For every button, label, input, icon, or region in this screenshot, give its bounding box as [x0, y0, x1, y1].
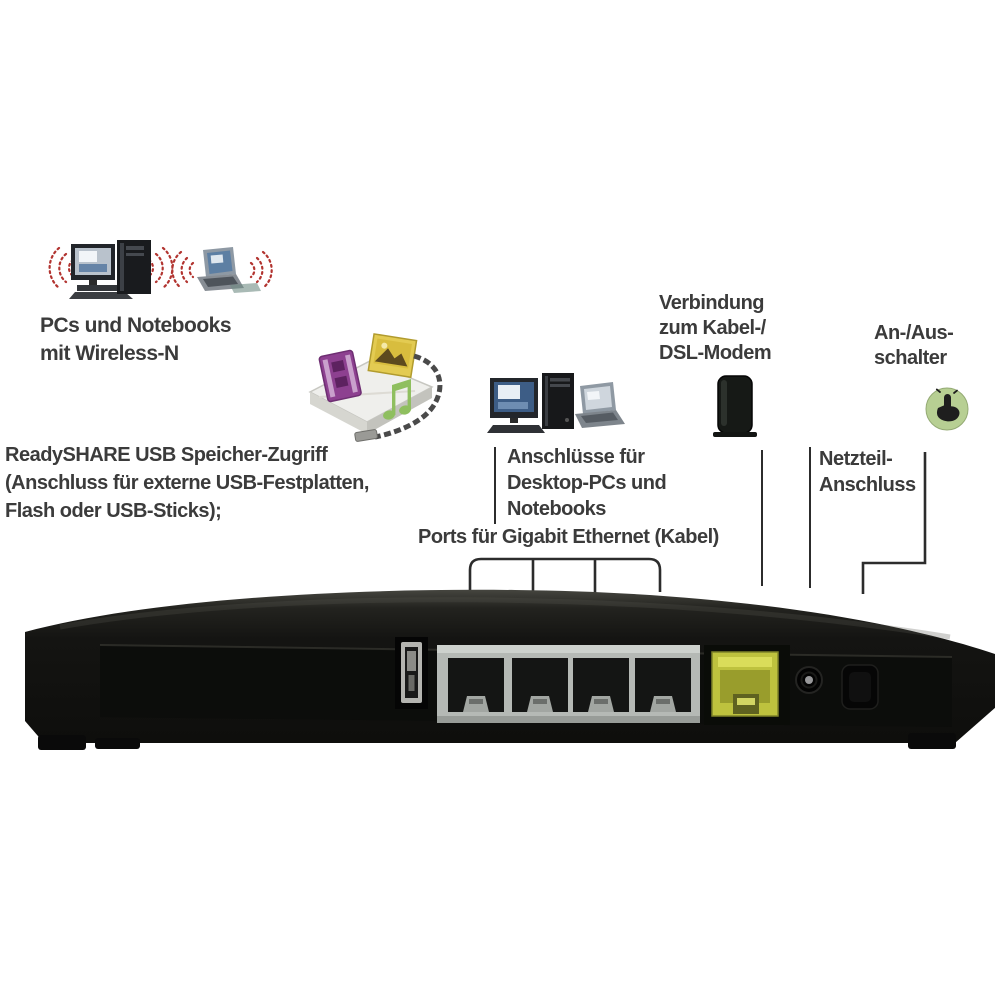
- lan-clients-label-line1: Anschlüsse für: [507, 446, 645, 468]
- lan-port-group: [437, 645, 700, 723]
- wireless-desktop-icon: [69, 240, 151, 299]
- lan-clients-leader-line: [493, 447, 497, 524]
- laptop-icon: [575, 382, 625, 428]
- cable-modem-icon: [713, 375, 757, 437]
- modem-label-line1: Verbindung: [659, 292, 765, 314]
- router-rear-panel: [25, 589, 996, 750]
- power-switch: [841, 664, 879, 710]
- readyshare-label-line1: ReadySHARE USB Speicher-Zugriff: [5, 444, 328, 466]
- power-jack-leader-line: [808, 447, 812, 588]
- usb-plug: [354, 429, 378, 442]
- router-foot-left: [38, 735, 86, 750]
- modem-label-line2: zum Kabel-/: [659, 317, 766, 339]
- power-switch-label-line2: schalter: [874, 347, 947, 369]
- wan-port: [704, 645, 790, 725]
- power-button-icon: [925, 387, 969, 431]
- usb-port: [395, 637, 428, 709]
- desktop-pc-icon: [487, 373, 574, 433]
- wireless-laptop-icon: [197, 247, 261, 293]
- power-switch-label-line1: An-/Aus-: [874, 322, 954, 344]
- lan-port-2: [512, 658, 568, 712]
- wireless-label-line2: mit Wireless-N: [40, 342, 179, 365]
- lan-clients-label-line2: Desktop-PCs und: [507, 472, 667, 494]
- gigabit-ports-label-line1: Ports für Gigabit Ethernet (Kabel): [418, 526, 719, 548]
- readyshare-label: ReadySHARE USB Speicher-Zugriff (Anschlu…: [5, 441, 369, 525]
- readyshare-label-line2: (Anschluss für externe USB-Festplatten,: [5, 472, 369, 494]
- usb-storage-icon: [308, 333, 443, 442]
- usb-cable: [374, 353, 443, 440]
- gigabit-ports-bracket: [468, 557, 662, 594]
- power-jack-label: Netzteil- Anschluss: [819, 446, 916, 498]
- modem-label: Verbindung zum Kabel-/ DSL-Modem: [659, 291, 772, 366]
- lan-port-1: [448, 658, 504, 712]
- gigabit-ports-label: Ports für Gigabit Ethernet (Kabel): [418, 526, 719, 549]
- router-foot-right: [908, 733, 956, 749]
- power-switch-leader-line: [861, 452, 927, 594]
- lan-clients-label: Anschlüsse für Desktop-PCs und Notebooks: [507, 444, 667, 522]
- photo-chip: [367, 333, 418, 379]
- power-jack-label-line1: Netzteil-: [819, 448, 893, 470]
- lan-port-4: [635, 658, 691, 712]
- wireless-clients-graphic: [48, 240, 273, 299]
- lan-clients-graphic: [487, 373, 625, 433]
- music-note: [383, 379, 411, 420]
- wireless-label-line1: PCs und Notebooks: [40, 314, 232, 337]
- lan-clients-label-line3: Notebooks: [507, 498, 606, 520]
- modem-leader-line: [760, 450, 764, 586]
- modem-label-line3: DSL-Modem: [659, 342, 772, 364]
- lan-port-3: [573, 658, 629, 712]
- power-jack-label-line2: Anschluss: [819, 474, 916, 496]
- power-switch-label: An-/Aus- schalter: [874, 321, 954, 371]
- readyshare-label-line3: Flash oder USB-Sticks);: [5, 500, 222, 522]
- wifi-signal-icon: [48, 246, 273, 290]
- wireless-label: PCs und Notebooks mit Wireless-N: [40, 312, 232, 368]
- dc-jack: [795, 666, 823, 694]
- film-chip: [318, 349, 362, 403]
